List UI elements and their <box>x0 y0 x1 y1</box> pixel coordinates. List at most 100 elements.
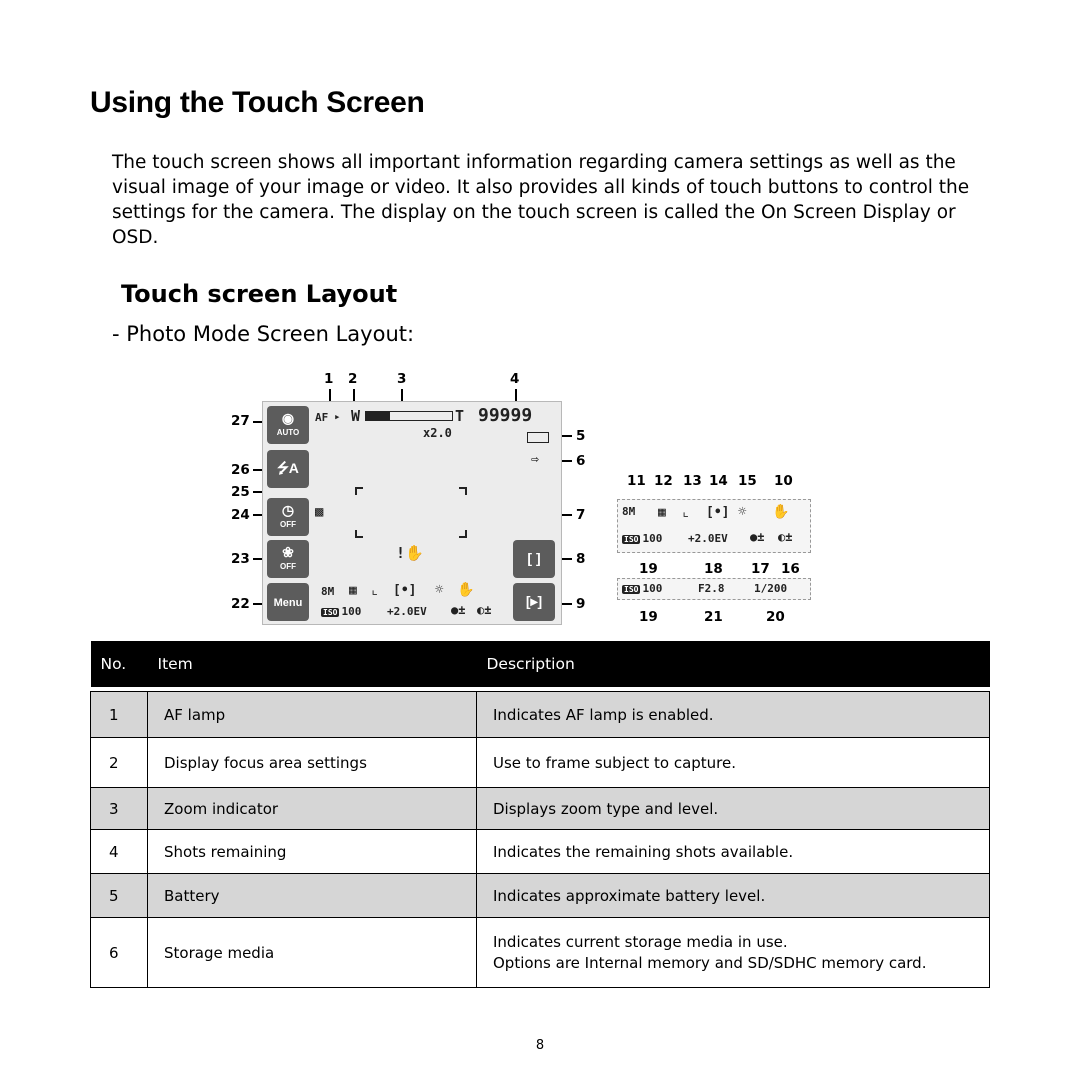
header-no: No. <box>90 641 148 687</box>
shake-warning-icon: !✋ <box>396 544 424 562</box>
callout-5: 5 <box>576 428 586 444</box>
macro-button[interactable]: ❀ OFF <box>267 540 309 578</box>
table-row: 2 Display focus area settings Use to fra… <box>90 737 990 788</box>
quality-icon: ▦ <box>658 505 666 520</box>
table-row: 5 Battery Indicates approximate battery … <box>90 873 990 918</box>
exposure-value: +2.0EV <box>688 532 728 545</box>
contrast-icon: ◐± <box>477 603 492 617</box>
battery-icon <box>527 432 549 443</box>
callout-22: 22 <box>231 596 250 612</box>
callout-27: 27 <box>231 413 250 429</box>
table-row: 6 Storage media Indicates current storag… <box>90 917 990 988</box>
focus-frame-corner <box>355 530 363 538</box>
page-title: Using the Touch Screen <box>90 86 425 119</box>
zoom-bar <box>365 411 453 421</box>
resolution-indicator: 8M <box>321 585 335 598</box>
leader-line <box>515 389 517 403</box>
focus-frame-corner <box>459 530 467 538</box>
storage-media-icon: ⇨ <box>531 452 539 467</box>
iso-value: 100 <box>642 532 663 545</box>
section-heading: Touch screen Layout <box>121 280 398 308</box>
leader-line <box>556 603 572 605</box>
display-mode-button[interactable]: [ ] <box>513 540 555 578</box>
leader-line <box>253 558 265 560</box>
header-description: Description <box>476 641 990 687</box>
callout-12: 12 <box>654 473 673 489</box>
callout-10: 10 <box>774 473 793 489</box>
table-row: 4 Shots remaining Indicates the remainin… <box>90 829 990 874</box>
af-lamp-indicator: AF <box>315 411 329 424</box>
timer-icon: ◷ <box>281 502 295 518</box>
callout-13: 13 <box>683 473 702 489</box>
white-balance-icon: ☼ <box>738 504 747 520</box>
intro-paragraph: The touch screen shows all important inf… <box>112 152 970 248</box>
callout-15: 15 <box>738 473 757 489</box>
callout-7: 7 <box>576 507 586 523</box>
callout-14: 14 <box>709 473 728 489</box>
leader-line <box>556 558 572 560</box>
shots-remaining: 99999 <box>478 405 533 426</box>
playback-button[interactable]: [▸] <box>513 583 555 621</box>
white-balance-icon: ☼ <box>435 582 444 598</box>
zoom-wide-label: W <box>351 407 361 425</box>
contrast-icon: ◐± <box>778 530 793 544</box>
callout-23: 23 <box>231 551 250 567</box>
leader-line <box>253 603 265 605</box>
callout-17: 17 <box>751 561 770 577</box>
callout-16: 16 <box>781 561 800 577</box>
leader-line <box>556 435 572 437</box>
saturation-icon: ●± <box>451 603 466 617</box>
leader-line <box>253 514 265 516</box>
callout-24: 24 <box>231 507 250 523</box>
table-row: 3 Zoom indicator Displays zoom type and … <box>90 787 990 830</box>
metering-icon: ⌞ <box>371 583 379 598</box>
table-row: 1 AF lamp Indicates AF lamp is enabled. <box>90 691 990 738</box>
stabilizer-icon: ✋ <box>772 504 790 520</box>
frame-brackets-icon: [ ] <box>527 550 541 566</box>
callout-2: 2 <box>348 371 358 387</box>
af-mode-icon: [•] <box>706 505 730 520</box>
items-table: No. Item Description 1 AF lamp Indicates… <box>90 641 990 988</box>
iso-badge: ISO <box>622 585 641 594</box>
iso-value: 100 <box>341 605 362 618</box>
leader-line <box>329 389 331 403</box>
flash-button[interactable]: ⭍A <box>267 450 309 488</box>
callout-6: 6 <box>576 453 586 469</box>
leader-line <box>556 460 572 462</box>
iso-badge: ISO <box>321 608 340 617</box>
self-timer-button[interactable]: ◷ OFF <box>267 498 309 536</box>
table-header: No. Item Description <box>90 641 990 687</box>
callout-3: 3 <box>397 371 407 387</box>
focus-frame-corner <box>459 487 467 495</box>
header-item: Item <box>147 641 477 687</box>
panel-resolution: 8M <box>622 505 636 518</box>
af-lamp-icon: ▸ <box>334 410 341 423</box>
callout-21: 21 <box>704 609 723 625</box>
callout-9: 9 <box>576 596 586 612</box>
macro-flower-icon: ❀ <box>282 544 294 560</box>
focus-frame-corner <box>355 487 363 495</box>
iso-badge: ISO <box>622 535 641 544</box>
zoom-level: x2.0 <box>423 426 452 440</box>
menu-button[interactable]: Menu <box>267 583 309 621</box>
shutter-speed-value: 1/200 <box>754 582 788 595</box>
callout-19-bottom: 19 <box>639 609 658 625</box>
callout-1: 1 <box>324 371 334 387</box>
callout-25: 25 <box>231 484 250 500</box>
page-number: 8 <box>535 1038 545 1053</box>
leader-line <box>253 469 265 471</box>
callout-8: 8 <box>576 551 586 567</box>
flash-icon: ⭍ <box>277 460 289 476</box>
aperture-value: F2.8 <box>698 582 725 595</box>
callout-26: 26 <box>231 462 250 478</box>
callout-4: 4 <box>510 371 520 387</box>
camera-icon: ◉ <box>281 410 295 426</box>
leader-line <box>401 389 403 403</box>
scene-mode-button[interactable]: ◉ AUTO <box>267 406 309 444</box>
callout-19: 19 <box>639 561 658 577</box>
saturation-icon: ●± <box>750 530 765 544</box>
callout-18: 18 <box>704 561 723 577</box>
zoom-tele-label: T <box>455 407 465 425</box>
